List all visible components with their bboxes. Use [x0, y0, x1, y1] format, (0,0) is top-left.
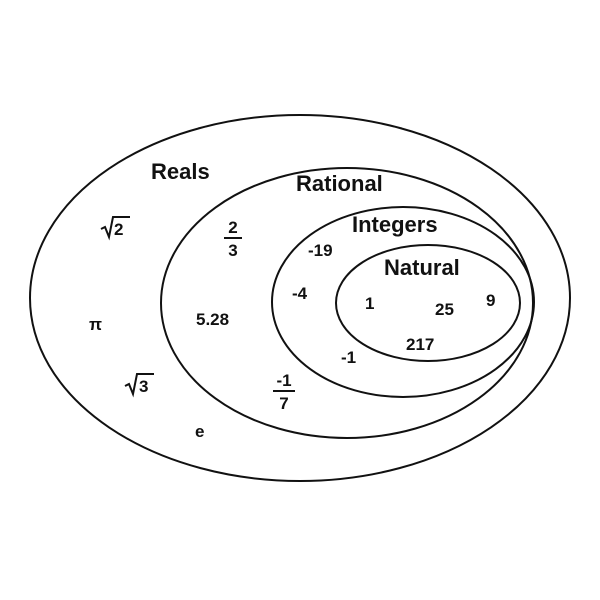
negative-one-seventh-denominator: 7	[279, 394, 288, 413]
sqrt-3-radicand: 3	[139, 377, 148, 396]
pi-element: π	[89, 315, 102, 334]
sqrt-2-radicand: 2	[114, 220, 123, 239]
two-thirds-denominator: 3	[228, 241, 237, 260]
natural-1-element: 1	[365, 294, 374, 313]
rational-label: Rational	[296, 171, 383, 196]
decimal-5-28-element: 5.28	[196, 310, 229, 329]
natural-9-element: 9	[486, 291, 495, 310]
two-thirds-fraction: 2 3	[224, 218, 242, 260]
reals-set-ellipse	[29, 114, 571, 482]
natural-25-element: 25	[435, 300, 454, 319]
sqrt-2-element: 2	[100, 216, 130, 241]
radical-sign-icon	[100, 216, 130, 241]
e-element: e	[195, 422, 204, 441]
two-thirds-numerator: 2	[228, 218, 237, 237]
rational-set-ellipse	[160, 167, 534, 439]
natural-label: Natural	[384, 255, 460, 280]
reals-label: Reals	[151, 159, 210, 184]
natural-217-element: 217	[406, 335, 434, 354]
integers-label: Integers	[352, 212, 438, 237]
integer-neg-19-element: -19	[308, 241, 333, 260]
negative-one-seventh-fraction: -1 7	[273, 371, 295, 413]
sqrt-3-element: 3	[124, 373, 154, 398]
radical-sign-icon	[124, 373, 154, 398]
negative-one-seventh-numerator: -1	[276, 371, 291, 390]
integer-neg-4-element: -4	[292, 284, 308, 303]
integers-set-ellipse	[271, 206, 535, 398]
integer-neg-1-element: -1	[341, 348, 356, 367]
natural-set-ellipse	[335, 244, 521, 362]
